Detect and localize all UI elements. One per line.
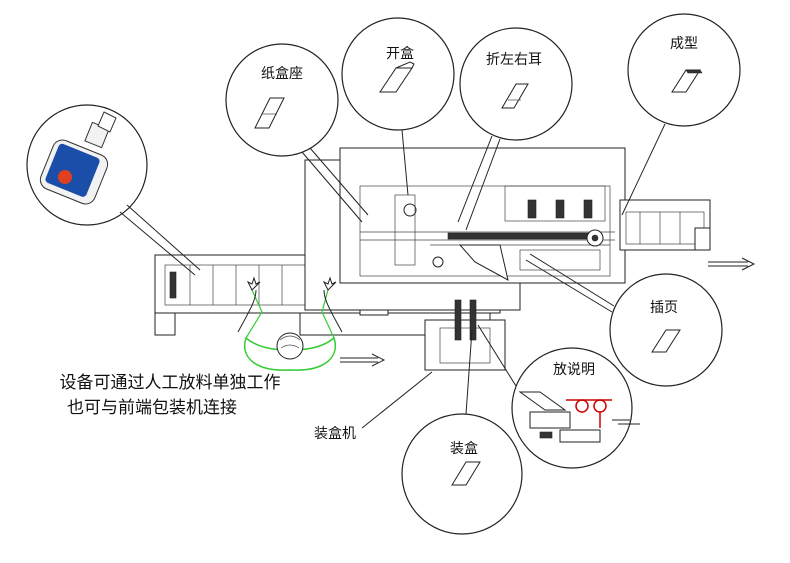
carton-icon — [254, 97, 285, 129]
leaflet-callout: 放说明 — [477, 324, 640, 469]
note-line-1: 设备可通过人工放料单独工作 — [60, 373, 281, 393]
fold-ears-label: 折左右耳 — [486, 52, 542, 68]
fold-ears-callout: 折左右耳 — [457, 27, 573, 231]
machine-leader-line — [361, 371, 433, 429]
leaflet-feeder-icon — [518, 391, 640, 443]
flow-arrow-infeed — [340, 353, 386, 367]
insert-sheet-callout: 插页 — [525, 253, 723, 387]
sheet-icon — [651, 329, 681, 353]
formed-box-icon — [671, 69, 703, 93]
carton-seat-label: 纸盒座 — [261, 65, 303, 82]
box-loading-callout: 装盒 — [401, 329, 523, 535]
machine-label: 装盒机 — [314, 425, 356, 442]
box-loading-label: 装盒 — [450, 440, 478, 457]
bottle-callout — [26, 104, 201, 276]
open-box-label: 开盒 — [386, 45, 414, 62]
bottle-icon — [39, 111, 117, 205]
loaded-box-icon — [451, 461, 481, 486]
insert-sheet-label: 插页 — [650, 300, 678, 316]
folded-box-icon — [501, 83, 529, 109]
operator-figure — [237, 276, 343, 371]
machine-body — [154, 147, 711, 371]
forming-callout: 成型 — [621, 13, 741, 216]
carton-seat-callout: 纸盒座 — [225, 43, 369, 223]
leaflet-label: 放说明 — [553, 362, 595, 378]
note-line-2: 也可与前端包装机连接 — [67, 398, 237, 418]
open-box-callout: 开盒 — [341, 17, 455, 196]
forming-label: 成型 — [670, 36, 698, 52]
box-open-icon — [379, 61, 415, 93]
flow-arrow-output — [708, 257, 756, 271]
